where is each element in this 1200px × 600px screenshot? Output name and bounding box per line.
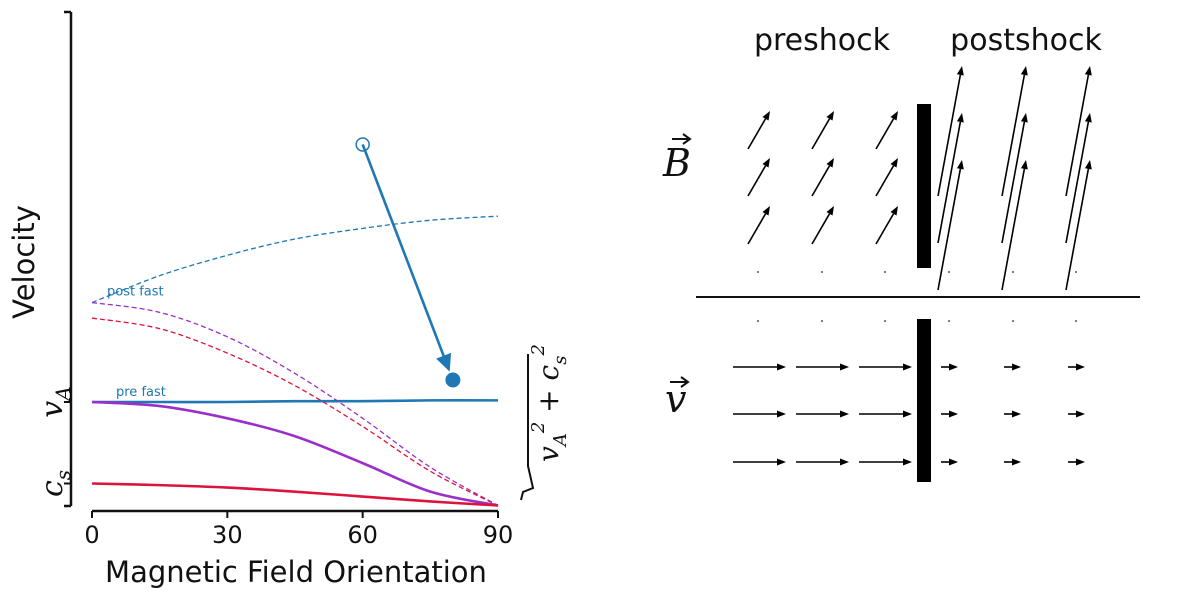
postshock-velocity-arrow <box>1068 363 1085 371</box>
grid-dot <box>884 320 886 322</box>
preshock-velocity-arrow <box>733 410 786 418</box>
postshock-field-arrow <box>937 66 964 197</box>
preshock-field-arrow <box>875 158 898 197</box>
preshock-velocity-arrow <box>733 363 786 371</box>
preshock-velocity-arrow <box>796 410 849 418</box>
x-axis-title: Magnetic Field Orientation <box>105 555 487 589</box>
x-ticks: 0 30 60 90 <box>84 511 513 549</box>
grid-dot <box>757 271 759 273</box>
preshock-velocity-arrow <box>859 363 912 371</box>
left-chart-axes <box>64 10 498 513</box>
series-group: pre fast post fast <box>91 137 499 507</box>
x-tick-label: 90 <box>483 521 514 549</box>
preshock-title: preshock <box>754 23 891 58</box>
preshock-field-arrow <box>811 111 834 150</box>
preshock-field-arrow <box>811 206 834 245</box>
postshock-field-arrow <box>1001 113 1028 244</box>
y-tick-label: vA <box>35 386 75 417</box>
postshock-field-arrow <box>1065 113 1092 244</box>
series-line-4 <box>91 482 499 507</box>
grid-dot <box>948 320 950 322</box>
axis-labels: Magnetic Field Orientation Velocity <box>7 205 487 589</box>
grid-dot <box>1012 320 1014 322</box>
arrow-end-marker <box>445 372 461 388</box>
series-line-0 <box>92 399 499 404</box>
grid-dot <box>757 320 759 322</box>
shock-front-upper <box>917 104 931 268</box>
preshock-velocity-arrow <box>733 458 786 466</box>
postshock-title: postshock <box>950 23 1102 58</box>
x-tick-label: 0 <box>84 521 99 549</box>
grid-dot <box>884 271 886 273</box>
preshock-velocity-arrow <box>796 458 849 466</box>
series-label-0: pre fast <box>116 385 166 400</box>
grid-dot <box>1012 271 1014 273</box>
preshock-field-arrow <box>811 158 834 197</box>
postshock-velocity-arrow <box>941 363 958 371</box>
arrow-shaft <box>361 143 447 361</box>
b-vector-hat <box>672 133 692 145</box>
series-label-1: post fast <box>107 285 164 300</box>
postshock-velocity-arrow <box>1068 458 1085 466</box>
series-line-5 <box>91 317 499 507</box>
shock-diagram: preshock postshock B v <box>662 23 1140 482</box>
arrow-start-marker <box>355 137 370 152</box>
grid-dots <box>757 271 1077 322</box>
velocity-label: v <box>665 377 687 421</box>
grid-dot <box>821 271 823 273</box>
y-ticks: cs vA <box>35 386 75 497</box>
y-tick-label: cs <box>35 470 75 497</box>
arrow-head <box>436 352 452 372</box>
preshock-field-arrow <box>747 206 770 245</box>
postshock-velocity-arrow <box>941 458 958 466</box>
postshock-field-arrow <box>937 113 964 244</box>
grid-dot <box>821 320 823 322</box>
postshock-velocity-arrow <box>1004 363 1021 371</box>
preshock-field-arrow <box>747 111 770 150</box>
svg-text:vA: vA <box>35 386 75 417</box>
b-field-label: B <box>662 141 691 185</box>
postshock-velocity-arrow <box>1004 410 1021 418</box>
grid-dot <box>948 271 950 273</box>
field-arrows <box>747 66 1092 291</box>
sqrt-expression: vA2 + cs2 <box>528 344 571 462</box>
preshock-velocity-arrow <box>859 458 912 466</box>
v-vector-hat <box>670 376 690 388</box>
series-line-2 <box>91 400 499 507</box>
postshock-field-arrow <box>1065 66 1092 197</box>
svg-text:cs: cs <box>35 470 75 497</box>
preshock-velocity-arrow <box>859 410 912 418</box>
postshock-field-arrow <box>1065 160 1092 291</box>
postshock-field-arrow <box>937 160 964 291</box>
y-axis-title: Velocity <box>7 205 41 319</box>
grid-dot <box>1075 271 1077 273</box>
x-tick-label: 30 <box>212 521 243 549</box>
postshock-velocity-arrow <box>941 410 958 418</box>
shock-front-lower <box>917 319 931 482</box>
postshock-field-arrow <box>1001 160 1028 291</box>
sqrt-sign <box>520 354 535 501</box>
series-line-1 <box>91 215 499 304</box>
preshock-velocity-arrow <box>796 363 849 371</box>
series-line-3 <box>91 301 499 507</box>
combined-speed-label: vA2 + cs2 <box>520 344 571 501</box>
preshock-field-arrow <box>747 158 770 197</box>
postshock-field-arrow <box>1001 66 1028 197</box>
preshock-field-arrow <box>875 206 898 245</box>
preshock-field-arrow <box>875 111 898 150</box>
grid-dot <box>1075 320 1077 322</box>
velocity-arrows <box>733 363 1085 466</box>
postshock-velocity-arrow <box>1068 410 1085 418</box>
postshock-velocity-arrow <box>1004 458 1021 466</box>
x-tick-label: 60 <box>347 521 378 549</box>
